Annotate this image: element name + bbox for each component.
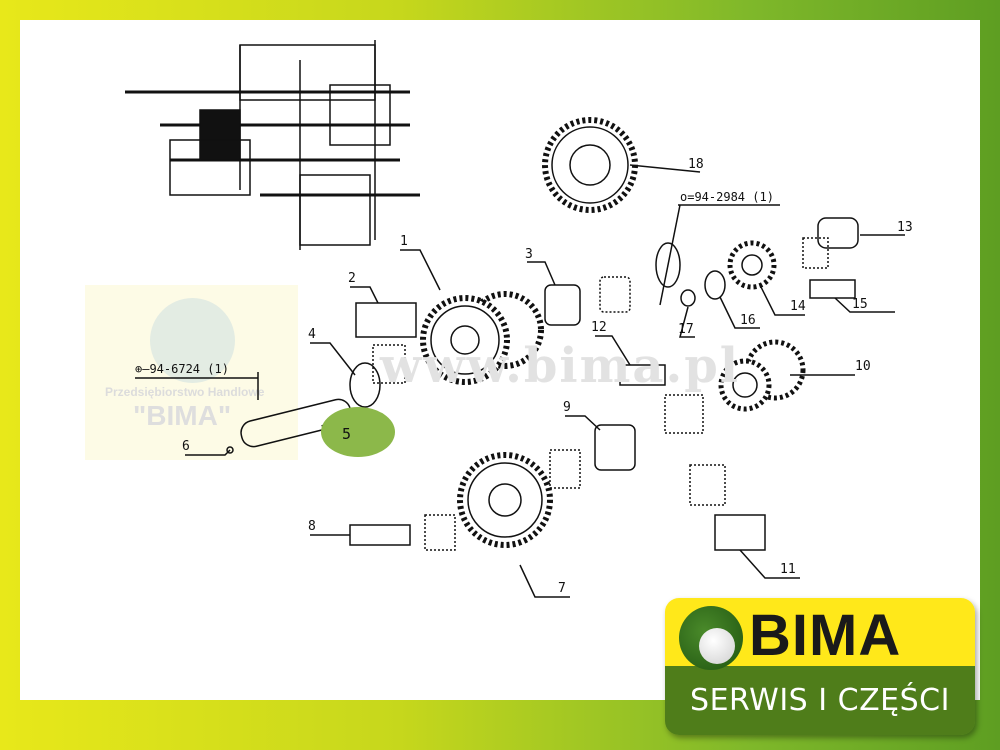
callout-9: 9 xyxy=(563,400,571,415)
callout-16: 16 xyxy=(740,313,756,328)
callout-11: 11 xyxy=(780,562,796,577)
spacer-2 xyxy=(355,302,417,338)
bima-logo: BIMA SERWIS I CZĘŚCI xyxy=(665,598,975,735)
callout-15: 15 xyxy=(852,297,868,312)
logo-tagline: SERWIS I CZĘŚCI xyxy=(690,683,950,718)
gear-18 xyxy=(542,117,638,213)
bearing xyxy=(424,514,456,551)
callout-3: 3 xyxy=(525,247,533,262)
pin-6 xyxy=(226,446,234,454)
gear-14 xyxy=(727,240,777,290)
callout-12: 12 xyxy=(591,320,607,335)
callout-18: 18 xyxy=(688,157,704,172)
callout-2: 2 xyxy=(348,271,356,286)
bearing xyxy=(664,394,704,434)
bearing-13 xyxy=(802,237,829,269)
collar-13 xyxy=(817,217,859,249)
gear-7 xyxy=(457,452,553,548)
bushing-9 xyxy=(594,424,636,471)
watermark-url: www.bima.pl xyxy=(380,338,741,394)
watermark-logo-circle xyxy=(150,298,235,383)
washer xyxy=(655,242,681,288)
bearing xyxy=(689,464,726,506)
gear-10 xyxy=(718,339,806,412)
callout-6: 6 xyxy=(182,439,190,454)
watermark-company: Przedsiębiorstwo Handlowe xyxy=(105,385,265,399)
callout-17: 17 xyxy=(678,322,694,337)
logo-name: BIMA xyxy=(749,603,902,668)
washer-16 xyxy=(704,270,726,300)
callout-1: 1 xyxy=(400,234,408,249)
callout-10: 10 xyxy=(855,359,871,374)
callout-4: 4 xyxy=(308,327,316,342)
spacer-12 xyxy=(619,364,666,386)
spacer-11 xyxy=(714,514,766,551)
callout-5[interactable]: 5 xyxy=(342,425,352,443)
callout-7: 7 xyxy=(558,581,566,596)
callout-13: 13 xyxy=(897,220,913,235)
washer-4 xyxy=(349,362,381,408)
spacer-15 xyxy=(809,279,856,299)
bearing xyxy=(599,276,631,313)
kit-reference-left: ⊕—94-6724 (1) xyxy=(135,362,229,376)
gearbox-assembly-overview xyxy=(125,40,420,250)
callout-14: 14 xyxy=(790,299,806,314)
highlight-marker-5 xyxy=(321,407,395,457)
bushing-3 xyxy=(544,284,581,326)
callout-8: 8 xyxy=(308,519,316,534)
spacer-8 xyxy=(349,524,411,546)
needle-bearing xyxy=(372,344,406,384)
watermark-name: "BIMA" xyxy=(133,400,232,431)
bearing xyxy=(549,449,581,489)
logo-ball-highlight xyxy=(699,628,735,664)
circlip-17 xyxy=(680,289,696,307)
gear-1 xyxy=(420,291,544,385)
kit-reference-top: o=94-2984 (1) xyxy=(680,190,774,204)
